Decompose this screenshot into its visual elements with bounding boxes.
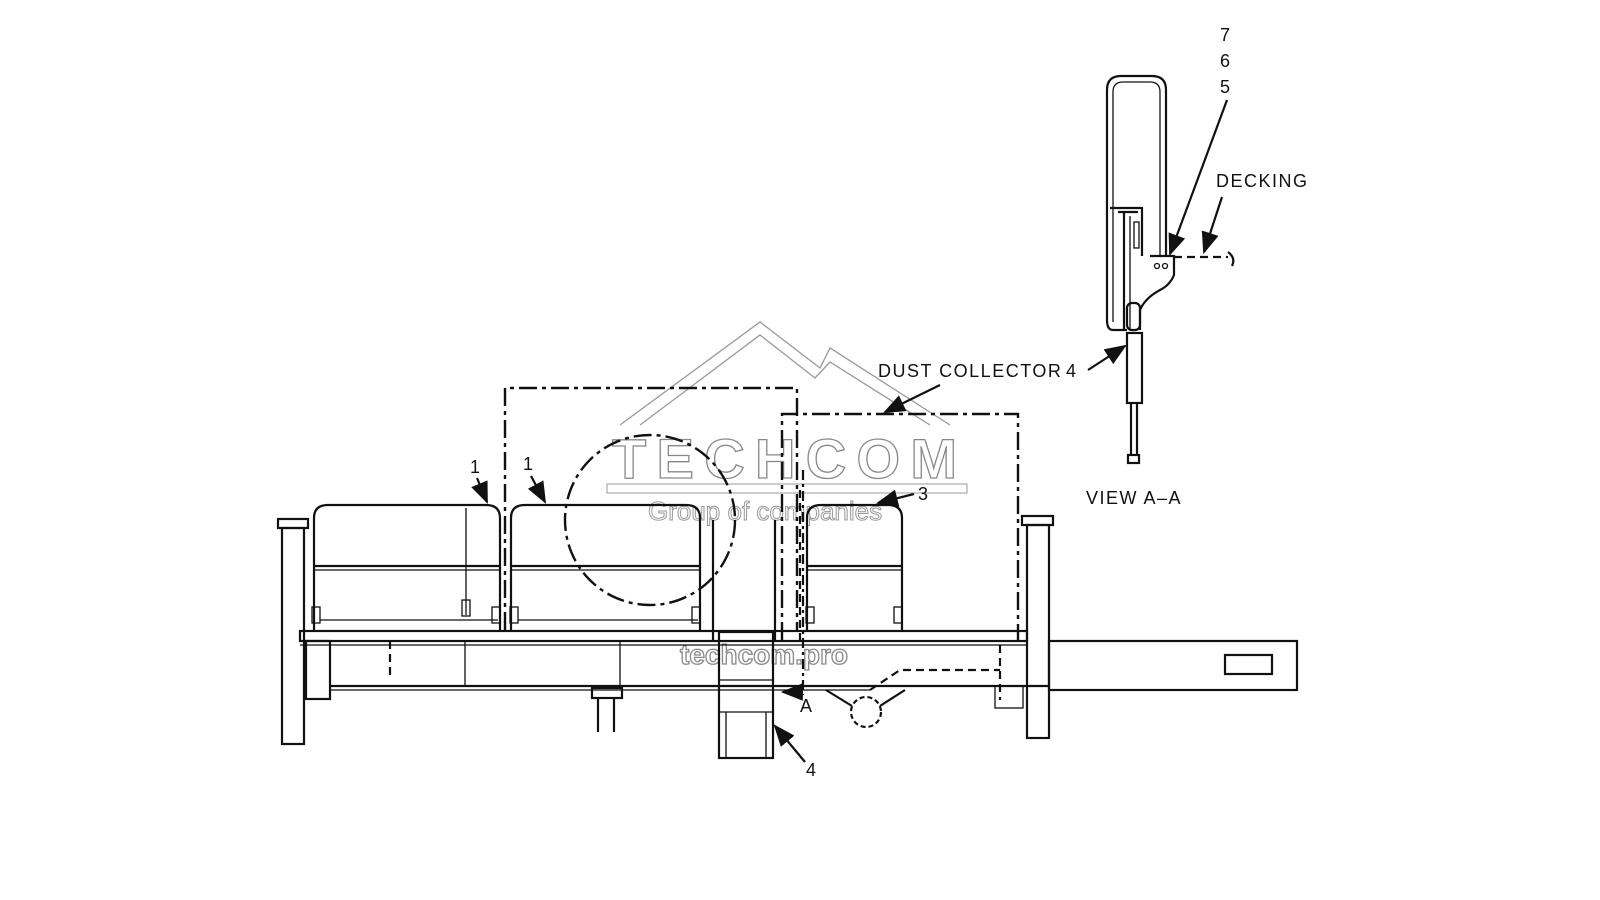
callout-ladder: 4	[806, 760, 818, 780]
right-post	[1020, 514, 1055, 740]
callout-7: 7	[1220, 25, 1232, 45]
left-post	[276, 517, 310, 746]
callout-5: 5	[1220, 77, 1232, 97]
callout-4-view: 4	[1066, 361, 1078, 381]
callouts: 1 1 3 4 DUST COLLECTOR	[470, 361, 1062, 780]
mountain-logo-icon	[619, 321, 951, 426]
dust-collector-label: DUST COLLECTOR	[878, 361, 1062, 381]
callout-6: 6	[1220, 51, 1232, 71]
dust-collector-outline	[503, 386, 1020, 640]
deck-frame	[298, 629, 1049, 701]
callout-railing-middle: 1	[523, 454, 535, 474]
railing-left	[311, 503, 502, 630]
watermark-site: techcom.pro	[680, 639, 848, 670]
decking-label: DECKING	[1216, 171, 1309, 191]
section-a-marker: A	[780, 470, 814, 716]
railing-middle	[509, 503, 715, 640]
view-title: VIEW A–A	[1086, 488, 1182, 508]
callout-railing-left: 1	[470, 457, 482, 477]
hose-fitting	[825, 689, 906, 729]
view-a-a: 7 6 5 DECKING 4 VIEW A–A	[1066, 25, 1309, 508]
railing-right	[773, 490, 904, 640]
boom-extension	[994, 639, 1299, 709]
section-a-label: A	[800, 696, 814, 716]
callout-railing-right: 3	[918, 484, 930, 504]
watermark-brand: TECHCOM	[612, 427, 957, 490]
watermark-tagline: Group of companies	[648, 496, 882, 526]
ladder	[717, 630, 775, 760]
support-legs	[590, 686, 624, 732]
